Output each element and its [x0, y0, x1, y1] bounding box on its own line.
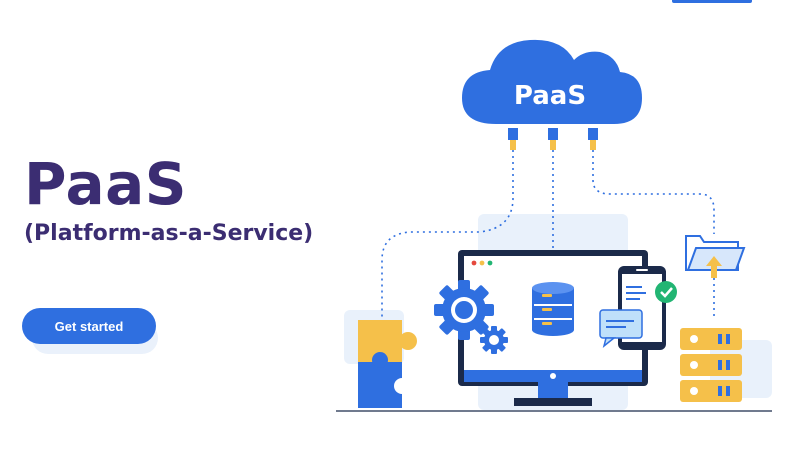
hero-text: PaaS (Platform-as-a-Service)	[24, 152, 313, 248]
gear-icon	[434, 280, 494, 340]
folder-upload-icon	[685, 235, 746, 278]
get-started-button[interactable]: Get started	[22, 308, 156, 344]
server-icon	[680, 328, 742, 402]
check-icon	[655, 281, 677, 303]
cta-area: Get started	[22, 308, 158, 354]
paas-illustration: PaaS	[336, 39, 772, 412]
connection-line	[592, 150, 715, 234]
top-nav-indicator	[672, 0, 752, 3]
page-subtitle: (Platform-as-a-Service)	[24, 221, 314, 246]
puzzle-icon	[358, 320, 417, 408]
gear-icon	[480, 326, 508, 354]
cloud-label: PaaS	[514, 81, 586, 111]
database-icon	[532, 282, 574, 336]
cloud-connectors	[508, 128, 598, 150]
cloud-icon	[462, 39, 642, 125]
connection-line	[381, 150, 514, 320]
page-title: PaaS	[24, 150, 188, 218]
connection-lines	[381, 150, 715, 320]
chat-bubble-icon	[599, 309, 643, 348]
